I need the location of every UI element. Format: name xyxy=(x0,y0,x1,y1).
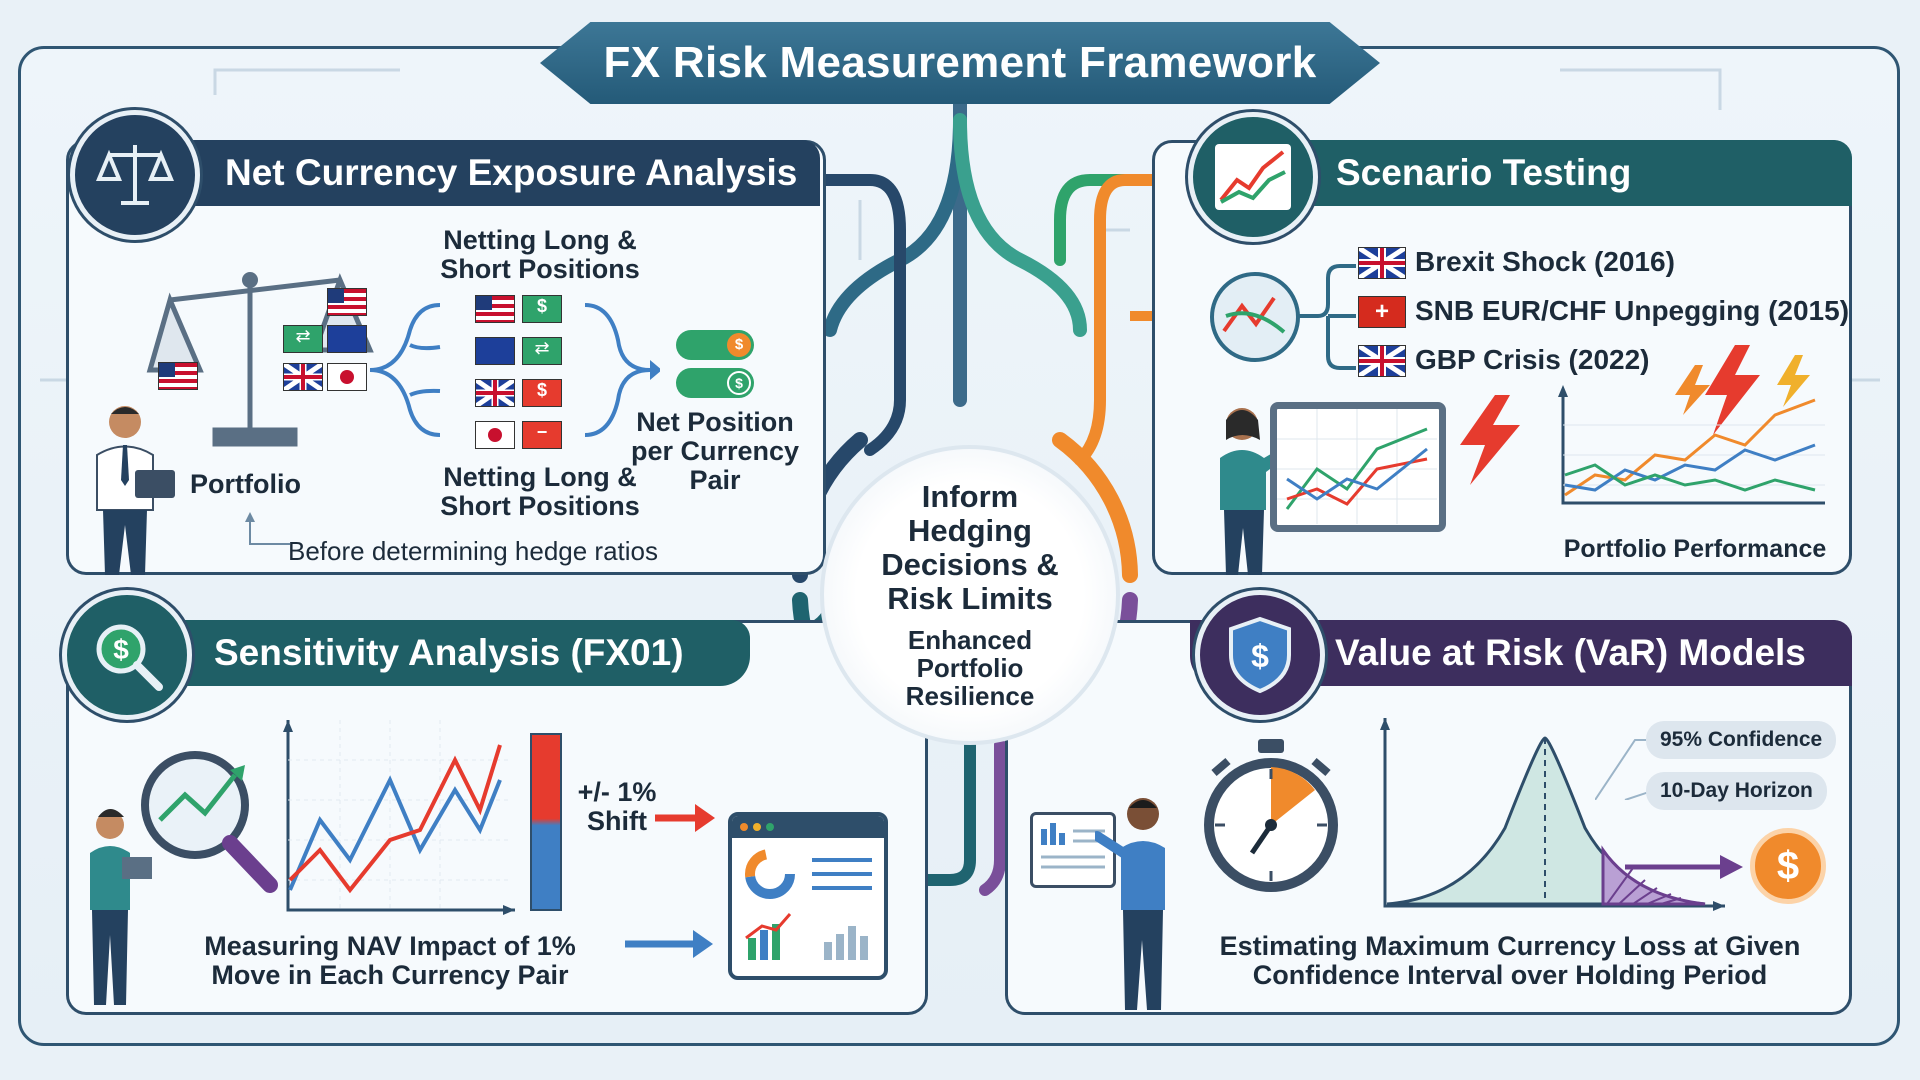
swap-icon: ⇄ xyxy=(283,325,323,353)
uk-flag-icon xyxy=(1357,343,1407,379)
us-flag-icon xyxy=(158,362,198,390)
blue-arrow-icon xyxy=(625,930,713,958)
us-flag-icon xyxy=(327,288,367,316)
portfolio-performance-chart xyxy=(1558,345,1825,505)
scenario-item-snb: SNB EUR/CHF Unpegging (2015) xyxy=(1415,295,1850,326)
red-arrow-icon xyxy=(655,804,715,832)
portfolio-label: Portfolio xyxy=(190,469,301,499)
scenario-globe-icon xyxy=(1210,272,1300,362)
eu-flag-icon xyxy=(327,325,367,353)
eu-flag-icon xyxy=(475,337,515,365)
net-exposure-title: Net Currency Exposure Analysis xyxy=(225,152,798,193)
sensitivity-header: Sensitivity Analysis (FX01) xyxy=(150,620,750,686)
netting-bottom-label: Netting Long & Short Positions xyxy=(440,462,640,522)
hedge-note: Before determining hedge ratios xyxy=(288,536,659,566)
svg-text:$: $ xyxy=(113,634,129,665)
shield-dollar-icon: $ xyxy=(1195,590,1325,720)
swap-icon: ⇄ xyxy=(522,337,562,365)
net-position-toggle-icon: $ xyxy=(676,330,754,360)
uk-flag-icon xyxy=(474,377,516,409)
var-distribution-chart xyxy=(1380,718,1725,911)
us-flag-icon xyxy=(475,295,515,323)
sensitivity-title: Sensitivity Analysis (FX01) xyxy=(214,632,684,673)
shift-gradient-bar xyxy=(530,733,562,911)
nav-impact-chart xyxy=(283,720,515,915)
shift-label: +/- 1% Shift xyxy=(577,777,657,837)
title-banner: FX Risk Measurement Framework xyxy=(540,22,1380,104)
uk-flag-icon xyxy=(282,361,324,393)
dollar-tile-icon: $ xyxy=(522,379,562,407)
stopwatch-icon xyxy=(1204,739,1338,892)
sensitivity-caption: Measuring NAV Impact of 1% Move in Each … xyxy=(204,931,576,991)
scenario-bracket xyxy=(1298,264,1356,370)
svg-text:$: $ xyxy=(1251,638,1269,674)
central-hub: Inform Hedging Decisions & Risk Limits E… xyxy=(820,445,1120,745)
swiss-flag-icon: + xyxy=(1358,296,1406,328)
presenter-person-icon xyxy=(1220,408,1298,575)
netting-arrows xyxy=(370,303,660,437)
scenario-item-gbp: GBP Crisis (2022) xyxy=(1415,344,1650,375)
hub-main-text: Inform Hedging Decisions & Risk Limits xyxy=(881,478,1059,616)
lightning-icon xyxy=(1460,395,1520,485)
var-caption: Estimating Maximum Currency Loss at Give… xyxy=(1219,931,1801,991)
magnifier-dollar-icon: $ xyxy=(62,590,192,720)
horizon-badge: 10-Day Horizon xyxy=(1646,772,1827,810)
magnifier-person-icon xyxy=(90,751,278,1005)
japan-flag-icon xyxy=(475,421,515,449)
confidence-badge: 95% Confidence xyxy=(1646,721,1837,759)
var-presenter-person-icon xyxy=(1095,798,1165,1010)
japan-flag-icon xyxy=(327,363,367,391)
balance-scale-icon xyxy=(70,110,200,240)
hub-sub-text: Enhanced Portfolio Resilience xyxy=(905,625,1035,712)
dashboard-window-icon xyxy=(728,812,888,980)
scenario-header: Scenario Testing xyxy=(1240,140,1852,206)
scenario-board-icon xyxy=(1270,402,1446,532)
page-title: FX Risk Measurement Framework xyxy=(603,38,1317,87)
trend-chart-icon xyxy=(1188,112,1318,242)
net-exposure-header: Net Currency Exposure Analysis xyxy=(150,140,820,206)
loss-arrow-icon xyxy=(1625,855,1743,879)
net-position-label: Net Position per Currency Pair xyxy=(630,407,800,496)
net-position-toggle-icon: $ xyxy=(676,368,754,398)
netting-top-label: Netting Long & Short Positions xyxy=(440,225,640,285)
analyst-person-icon xyxy=(96,406,175,575)
dollar-tile-icon: $ xyxy=(522,295,562,323)
var-title: Value at Risk (VaR) Models xyxy=(1335,632,1806,673)
scenario-item-brexit: Brexit Shock (2016) xyxy=(1415,246,1675,277)
scenario-title: Scenario Testing xyxy=(1336,152,1632,193)
minus-tile-icon: − xyxy=(522,421,562,449)
portfolio-performance-caption: Portfolio Performance xyxy=(1563,535,1827,563)
uk-flag-icon xyxy=(1357,245,1407,281)
dollar-coin-icon: $ xyxy=(1750,828,1826,904)
return-arrow-icon xyxy=(245,512,290,545)
